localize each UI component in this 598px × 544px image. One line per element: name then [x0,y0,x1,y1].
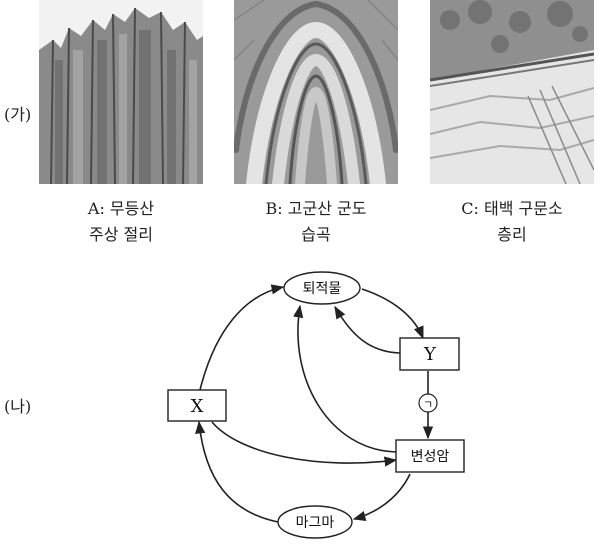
node-x [167,389,227,422]
arrow-sediment-to-y [361,288,424,340]
node-metamorphic [395,439,465,473]
caption-a-line2: 주상 절리 [89,225,153,244]
node-magma-label: 마그마 [296,515,335,531]
process-marker [418,393,438,413]
arrow-metamorphic-to-magma [352,473,411,521]
caption-c-line1: C: 태백 구문소 [461,199,563,218]
arrow-x-to-sediment [199,284,285,391]
arrow-x-to-metamorphic [211,421,398,467]
section-na-label: (나) [4,397,32,416]
node-y-label: Y [423,344,437,365]
caption-b-line1: B: 고군산 군도 [265,199,367,218]
arrow-magma-to-x [195,420,279,523]
node-sediment-label: 퇴적물 [303,281,342,297]
caption-a: A: 무등산 주상 절리 [26,196,216,248]
node-y [399,337,460,371]
node-metamorphic-label: 변성암 [411,449,450,465]
caption-c: C: 태백 구문소 층리 [417,196,598,248]
section-ga-label: (가) [4,105,32,124]
node-magma [277,505,353,539]
node-x-label: X [191,396,204,417]
caption-c-line2: 층리 [497,225,527,244]
process-marker-label: ㄱ [423,398,433,411]
node-sediment [283,271,361,305]
photo-a-columnar-joints [39,0,203,184]
caption-b: B: 고군산 군도 습곡 [221,196,411,248]
caption-a-line1: A: 무등산 [87,199,155,218]
arrow-metamorphic-to-sediment [293,304,397,453]
photo-c-bedding [430,0,594,184]
caption-b-line2: 습곡 [301,225,331,244]
arrow-y-to-sediment [334,305,401,354]
photo-b-folding [234,0,398,184]
